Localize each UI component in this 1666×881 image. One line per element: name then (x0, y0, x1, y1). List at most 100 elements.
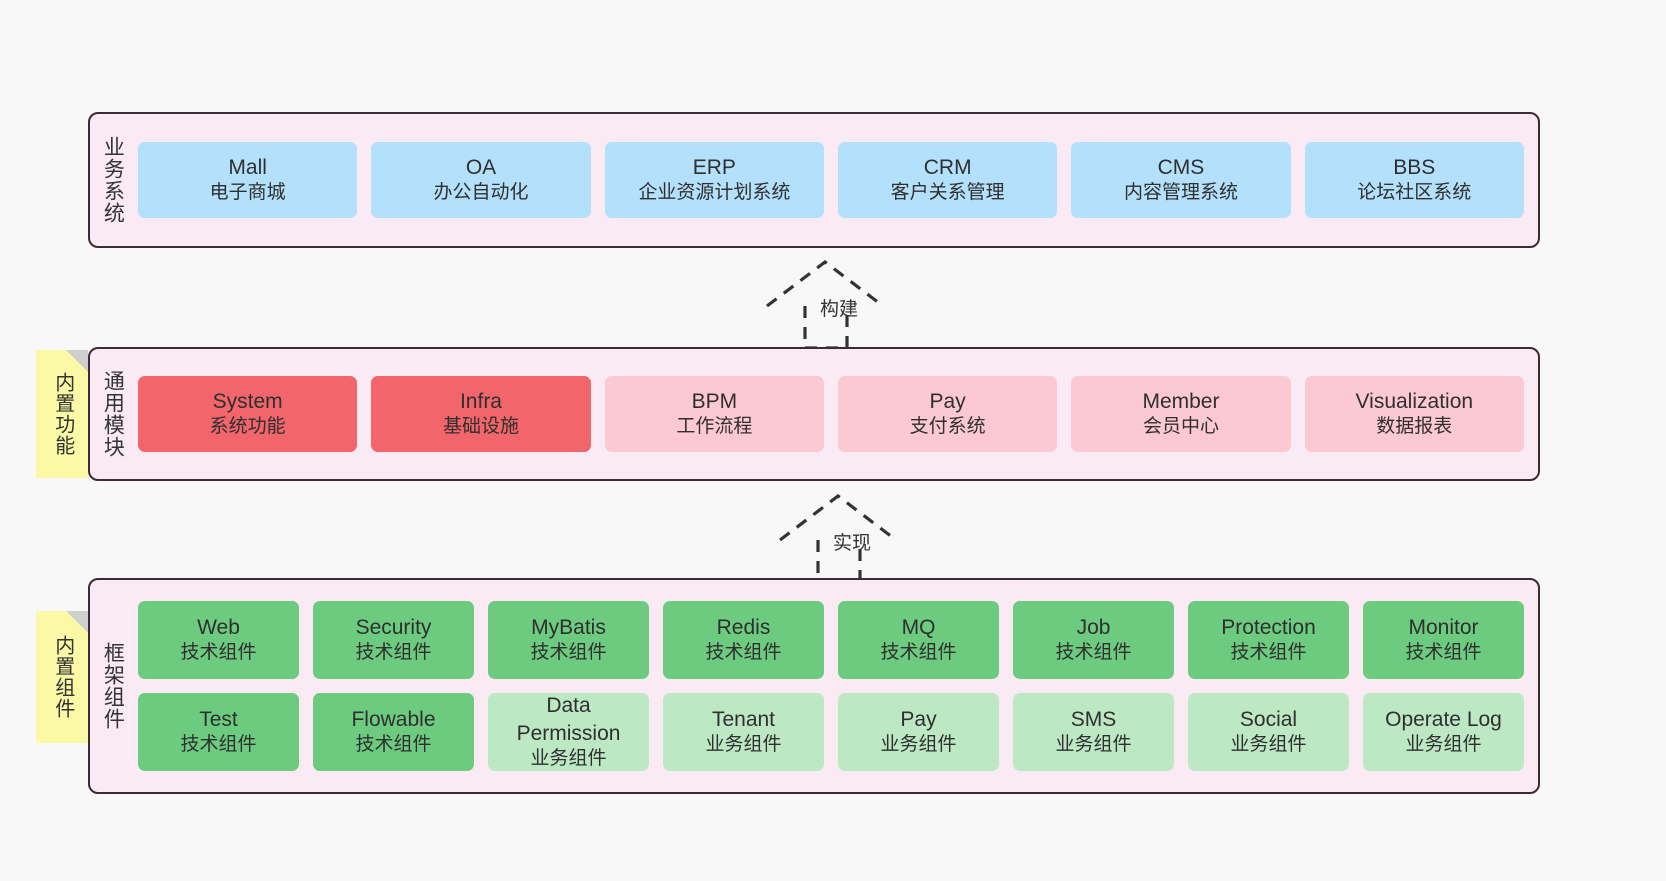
card-title: MyBatis (531, 616, 606, 639)
sticky-note-text: 内置功能 (51, 372, 74, 456)
band-label-framework-components: 框架组件 (101, 642, 125, 730)
card-test[interactable]: Test 技术组件 (138, 693, 299, 771)
card-title: CMS (1157, 156, 1205, 179)
card-pay-business[interactable]: Pay 业务组件 (838, 693, 999, 771)
card-subtitle: 业务组件 (1405, 734, 1482, 756)
card-subtitle: 业务组件 (705, 734, 782, 756)
card-title: Monitor (1408, 616, 1479, 639)
band-common-modules: 通用模块 System 系统功能 Infra 基础设施 BPM 工作流程 Pay… (88, 347, 1540, 481)
card-subtitle: 工作流程 (676, 416, 753, 438)
band-business-systems: 业务系统 Mall 电子商城 OA 办公自动化 ERP 企业资源计划系统 CRM… (88, 112, 1540, 248)
card-subtitle: 会员中心 (1142, 416, 1219, 438)
band-label-common-modules: 通用模块 (101, 370, 125, 458)
card-subtitle: 技术组件 (880, 642, 957, 664)
card-title: Pay (900, 708, 937, 731)
card-title: Member (1142, 390, 1220, 413)
card-tenant[interactable]: Tenant 业务组件 (663, 693, 824, 771)
card-subtitle: 技术组件 (180, 734, 257, 756)
card-title: Test (199, 708, 238, 731)
card-row: System 系统功能 Infra 基础设施 BPM 工作流程 Pay 支付系统… (138, 376, 1524, 452)
card-title: Visualization (1355, 390, 1474, 413)
card-subtitle: 技术组件 (355, 642, 432, 664)
card-subtitle: 数据报表 (1376, 416, 1453, 438)
card-subtitle: 技术组件 (1230, 642, 1307, 664)
card-row: Mall 电子商城 OA 办公自动化 ERP 企业资源计划系统 CRM 客户关系… (138, 142, 1524, 218)
sticky-note-built-in-components: 内置组件 (36, 611, 88, 743)
card-bbs[interactable]: BBS 论坛社区系统 (1304, 142, 1524, 218)
generalization-arrow-build: 构建 (757, 256, 917, 352)
card-title: Operate Log (1385, 708, 1502, 731)
card-job[interactable]: Job 技术组件 (1013, 601, 1174, 679)
card-mall[interactable]: Mall 电子商城 (138, 142, 358, 218)
card-title: System (212, 390, 283, 413)
card-flowable[interactable]: Flowable 技术组件 (313, 693, 474, 771)
card-sms[interactable]: SMS 业务组件 (1013, 693, 1174, 771)
band-framework-components: 框架组件 Web 技术组件 Security 技术组件 MyBatis 技术组件… (88, 578, 1540, 794)
card-crm[interactable]: CRM 客户关系管理 (837, 142, 1058, 218)
card-data-permission[interactable]: Data Permission 业务组件 (488, 693, 649, 771)
card-visualization[interactable]: Visualization 数据报表 (1304, 376, 1524, 452)
card-social[interactable]: Social 业务组件 (1188, 693, 1349, 771)
card-member[interactable]: Member 会员中心 (1071, 376, 1291, 452)
card-subtitle: 客户关系管理 (890, 182, 1005, 204)
card-title: Data Permission (516, 694, 621, 745)
card-subtitle: 电子商城 (209, 182, 286, 204)
card-redis[interactable]: Redis 技术组件 (663, 601, 824, 679)
card-row: Web 技术组件 Security 技术组件 MyBatis 技术组件 Redi… (138, 601, 1524, 679)
card-title: Pay (929, 390, 966, 413)
card-title: Flowable (351, 708, 436, 731)
card-subtitle: 内容管理系统 (1123, 182, 1238, 204)
card-system[interactable]: System 系统功能 (138, 376, 358, 452)
card-title: Protection (1221, 616, 1316, 639)
card-web[interactable]: Web 技术组件 (138, 601, 299, 679)
card-cms[interactable]: CMS 内容管理系统 (1071, 142, 1291, 218)
card-subtitle: 业务组件 (1055, 734, 1132, 756)
band-label-business-systems: 业务系统 (101, 136, 125, 224)
card-subtitle: 技术组件 (1055, 642, 1132, 664)
card-title: Tenant (711, 708, 776, 731)
band-body-framework-components: Web 技术组件 Security 技术组件 MyBatis 技术组件 Redi… (134, 580, 1538, 792)
card-title: Infra (459, 390, 502, 413)
card-bpm[interactable]: BPM 工作流程 (604, 376, 824, 452)
card-mybatis[interactable]: MyBatis 技术组件 (488, 601, 649, 679)
sticky-note-text: 内置组件 (51, 635, 74, 719)
card-infra[interactable]: Infra 基础设施 (371, 376, 591, 452)
card-subtitle: 业务组件 (1230, 734, 1307, 756)
card-pay[interactable]: Pay 支付系统 (837, 376, 1058, 452)
arrow-label-realize: 实现 (833, 533, 872, 554)
card-title: Web (197, 616, 240, 639)
card-title: ERP (692, 156, 736, 179)
card-row: Test 技术组件 Flowable 技术组件 Data Permission … (138, 693, 1524, 771)
card-title: SMS (1070, 708, 1117, 731)
card-title: Job (1076, 616, 1111, 639)
card-subtitle: 业务组件 (530, 747, 607, 769)
card-mq[interactable]: MQ 技术组件 (838, 601, 999, 679)
card-title: Social (1239, 708, 1298, 731)
card-oa[interactable]: OA 办公自动化 (371, 142, 591, 218)
card-title: BPM (691, 390, 738, 413)
card-title: Mall (228, 156, 267, 179)
card-operate-log[interactable]: Operate Log 业务组件 (1363, 693, 1524, 771)
card-security[interactable]: Security 技术组件 (313, 601, 474, 679)
band-body-business-systems: Mall 电子商城 OA 办公自动化 ERP 企业资源计划系统 CRM 客户关系… (134, 114, 1538, 246)
sticky-note-built-in-functions: 内置功能 (36, 350, 88, 478)
card-subtitle: 办公自动化 (433, 182, 529, 204)
card-subtitle: 系统功能 (209, 416, 286, 438)
card-subtitle: 企业资源计划系统 (638, 182, 791, 204)
card-protection[interactable]: Protection 技术组件 (1188, 601, 1349, 679)
card-subtitle: 技术组件 (180, 642, 257, 664)
card-title: MQ (901, 616, 936, 639)
card-subtitle: 论坛社区系统 (1357, 182, 1472, 204)
card-subtitle: 支付系统 (909, 416, 986, 438)
card-subtitle: 业务组件 (880, 734, 957, 756)
card-subtitle: 技术组件 (705, 642, 782, 664)
generalization-arrow-realize: 实现 (770, 490, 930, 586)
card-erp[interactable]: ERP 企业资源计划系统 (604, 142, 824, 218)
card-subtitle: 基础设施 (442, 416, 519, 438)
card-subtitle: 技术组件 (1405, 642, 1482, 664)
card-subtitle: 技术组件 (355, 734, 432, 756)
card-monitor[interactable]: Monitor 技术组件 (1363, 601, 1524, 679)
card-title: Security (355, 616, 432, 639)
card-title: BBS (1393, 156, 1436, 179)
